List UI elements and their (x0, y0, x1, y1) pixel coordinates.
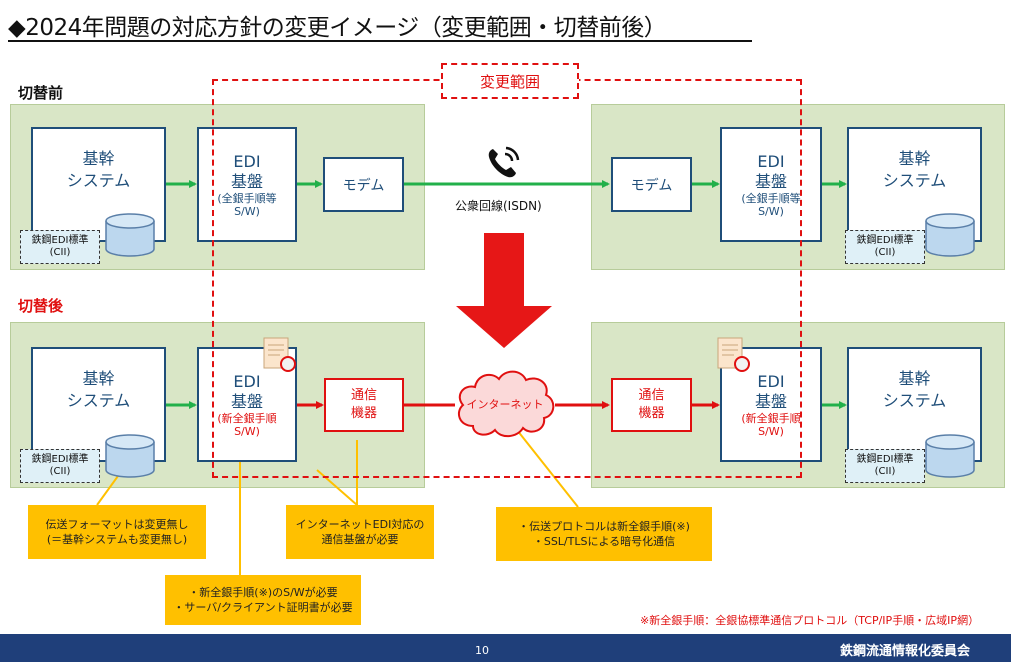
page-number: 10 (475, 644, 489, 657)
core-system-label-line1: 基幹 (82, 148, 115, 168)
core-system-label-line1: 基幹 (898, 148, 931, 168)
cloud-icon (457, 370, 555, 438)
core-system-label-line2: システム (882, 390, 947, 410)
title-underline (8, 40, 752, 42)
cii-line2: (CII) (874, 466, 896, 477)
page-title: ◆2024年問題の対応方針の変更イメージ（変更範囲・切替前後） (8, 15, 667, 41)
modem-box-right: モデム (611, 157, 692, 212)
cii-line1: 鉄鋼EDI標準 (856, 454, 914, 465)
comm-device-label-line2: 機器 (638, 406, 665, 421)
callout-platform-line1: インターネットEDI対応の (295, 518, 425, 531)
public-line-label: 公衆回線(ISDN) (455, 199, 542, 213)
edi-platform-box-before-right: EDI 基盤 (全銀手順等 S/W) (720, 127, 822, 242)
callout-format: 伝送フォーマットは変更無し (＝基幹システムも変更無し) (28, 505, 206, 559)
comm-device-box-left: 通信 機器 (324, 378, 404, 432)
organization-name: 鉄鋼流通情報化委員会 (840, 644, 971, 659)
core-system-label-line2: システム (66, 390, 131, 410)
edi-label-line2: 基盤 (230, 171, 263, 191)
cii-line2: (CII) (874, 247, 896, 258)
core-system-label-line1: 基幹 (898, 368, 931, 388)
database-icon (105, 213, 155, 257)
edi-sub-line2: S/W) (234, 204, 260, 218)
cii-line2: (CII) (49, 466, 71, 477)
change-scope-region (212, 79, 802, 478)
certificate-icon (717, 337, 750, 372)
change-scope-label: 変更範囲 (441, 63, 579, 99)
cii-line1: 鉄鋼EDI標準 (856, 235, 914, 246)
callout-software: ・新全銀手順(※)のS/Wが必要 ・サーバ/クライアント証明書が必要 (165, 575, 361, 625)
edi-label-line1: EDI (757, 371, 785, 391)
edi-sub-line1: (全銀手順等 (217, 191, 277, 205)
edi-sub-line2: S/W) (758, 204, 784, 218)
footer-bar: 10 鉄鋼流通情報化委員会 (0, 634, 1011, 662)
callout-leaders (96, 429, 579, 575)
core-system-label-line1: 基幹 (82, 368, 115, 388)
internet-label: インターネット (466, 398, 544, 411)
callout-software-line2: ・サーバ/クライアント証明書が必要 (173, 601, 353, 614)
modem-box-left: モデム (323, 157, 404, 212)
database-icon (925, 213, 975, 257)
cii-line1: 鉄鋼EDI標準 (31, 454, 89, 465)
footnote: ※新全銀手順：全銀協標準通信プロトコル（TCP/IP手順・広域IP網） (640, 614, 980, 627)
cii-line2: (CII) (49, 247, 71, 258)
edi-sub-line1: (新全銀手順 (217, 411, 277, 425)
edi-label-line1: EDI (233, 151, 261, 171)
edi-sub-line1: (新全銀手順 (741, 411, 801, 425)
callout-platform: インターネットEDI対応の 通信基盤が必要 (286, 505, 434, 559)
callout-format-line1: 伝送フォーマットは変更無し (45, 518, 189, 531)
edi-sub-line1: (全銀手順等 (741, 191, 801, 205)
phone-icon (488, 146, 520, 178)
callout-format-line2: (＝基幹システムも変更無し) (46, 533, 188, 546)
cii-standard-label: 鉄鋼EDI標準 (CII) (845, 449, 925, 483)
edi-label-line2: 基盤 (230, 391, 263, 411)
edi-label-line2: 基盤 (754, 391, 787, 411)
section-after-label: 切替後 (18, 297, 64, 315)
edi-sub-line2: S/W) (758, 424, 784, 438)
certificate-icon (263, 337, 296, 372)
core-system-label-line2: システム (66, 170, 131, 190)
comm-device-label-line1: 通信 (350, 388, 377, 403)
edi-label-line1: EDI (233, 371, 261, 391)
comm-device-label-line1: 通信 (638, 388, 665, 403)
comm-device-box-right: 通信 機器 (611, 378, 692, 432)
database-icon (105, 434, 155, 478)
core-system-label-line2: システム (882, 170, 947, 190)
edi-sub-line2: S/W) (234, 424, 260, 438)
comm-device-label-line2: 機器 (350, 406, 377, 421)
cii-line1: 鉄鋼EDI標準 (31, 235, 89, 246)
cii-standard-label: 鉄鋼EDI標準 (CII) (845, 230, 925, 264)
callout-protocol-line1: ・伝送プロトコルは新全銀手順(※) (518, 520, 690, 533)
callout-platform-line2: 通信基盤が必要 (321, 533, 399, 546)
edi-label-line1: EDI (757, 151, 785, 171)
cii-standard-label: 鉄鋼EDI標準 (CII) (20, 449, 100, 483)
section-before-label: 切替前 (18, 84, 64, 102)
callout-protocol-line2: ・SSL/TLSによる暗号化通信 (532, 535, 676, 548)
down-arrow-icon (456, 233, 552, 348)
cii-standard-label: 鉄鋼EDI標準 (CII) (20, 230, 100, 264)
database-icon (925, 434, 975, 478)
callout-software-line1: ・新全銀手順(※)のS/Wが必要 (188, 586, 338, 599)
edi-label-line2: 基盤 (754, 171, 787, 191)
core-system-box-before-right: 基幹 システム (847, 127, 982, 242)
callout-protocol: ・伝送プロトコルは新全銀手順(※) ・SSL/TLSによる暗号化通信 (496, 507, 712, 561)
